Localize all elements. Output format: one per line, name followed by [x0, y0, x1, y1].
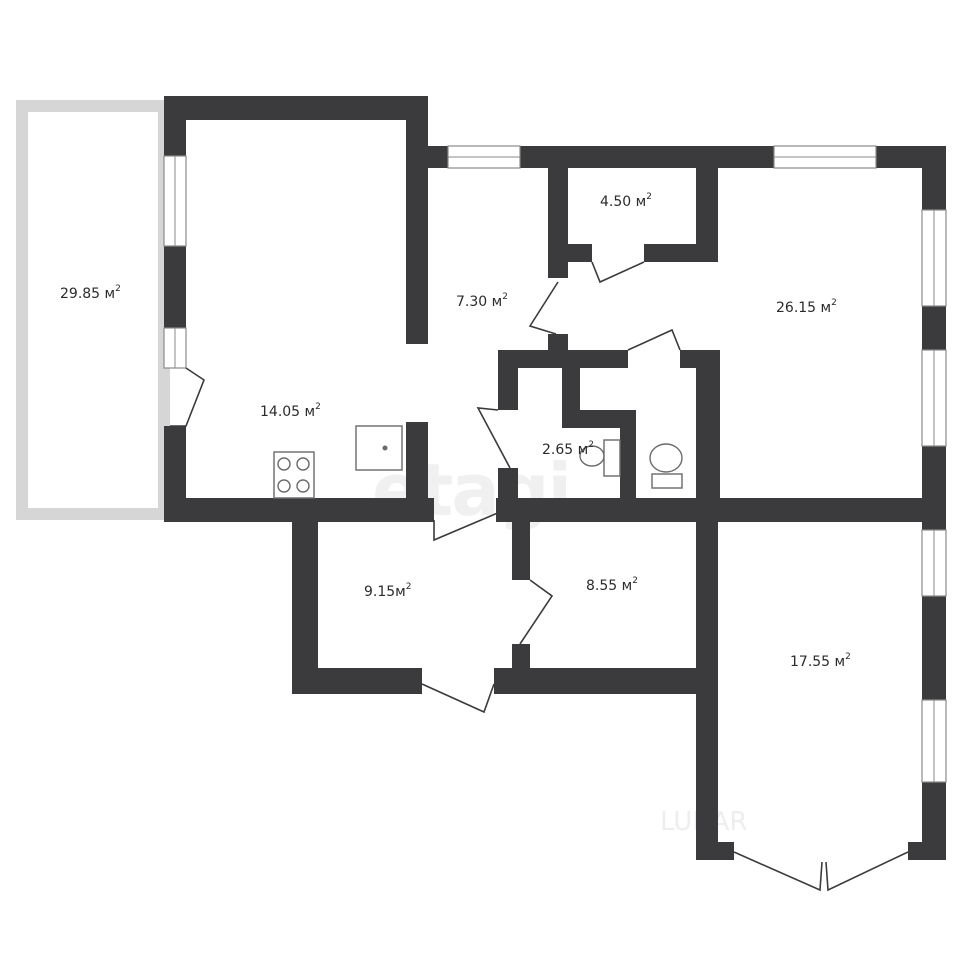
window-living-right-1: [921, 209, 947, 307]
door-bedroom-right: [825, 851, 909, 892]
sink-icon-bathroom: [579, 439, 621, 477]
door-living: [627, 328, 681, 351]
windows: [163, 145, 947, 783]
door-bathroom: [476, 407, 511, 469]
room-area-balcony: 29.85 м2: [60, 284, 121, 302]
stove-icon: [273, 451, 315, 499]
door-balcony: [170, 367, 205, 427]
room-area-living-room: 26.15 м2: [776, 298, 837, 316]
door-room-a: [421, 683, 495, 714]
room-area-kitchen: 14.05 м2: [260, 402, 321, 420]
room-area-room-a: 9.15м2: [364, 582, 411, 600]
window-living-right-2: [921, 349, 947, 447]
room-area-room-b: 8.55 м2: [586, 576, 638, 594]
room-area-bathroom: 2.65 м2: [542, 440, 594, 458]
door-kitchen: [433, 511, 501, 542]
room-area-corridor: 7.30 м2: [456, 292, 508, 310]
door-storage: [591, 261, 645, 284]
sink-icon: [355, 425, 403, 471]
window-kitchen-lower: [163, 327, 187, 369]
walls: [164, 96, 946, 860]
door-bedroom-left: [733, 851, 823, 892]
window-living-top: [773, 145, 877, 169]
room-area-storage: 4.50 м2: [600, 192, 652, 210]
window-kitchen-upper: [163, 155, 187, 247]
door-room-b: [519, 579, 554, 645]
window-bedroom-right-1: [921, 529, 947, 597]
window-bedroom-right-2: [921, 699, 947, 783]
toilet-icon: [649, 443, 683, 489]
room-area-bedroom: 17.55 м2: [790, 652, 851, 670]
door-corridor: [528, 281, 559, 335]
balcony-outline: [16, 100, 170, 520]
doors: [170, 261, 909, 892]
window-corridor: [447, 145, 521, 169]
